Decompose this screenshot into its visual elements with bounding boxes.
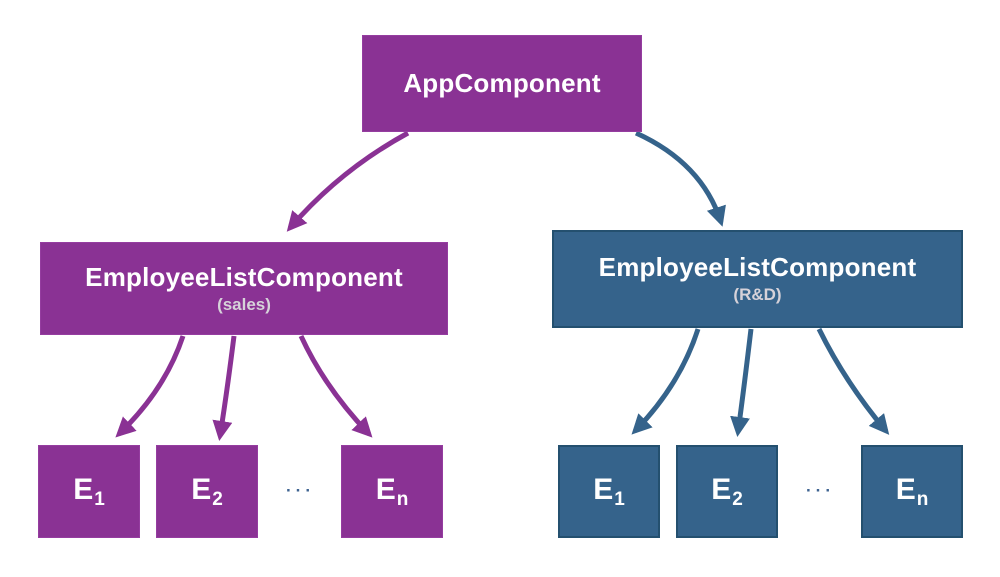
arrow-sales-to-e2: [212, 335, 237, 441]
arrow-rnd-to-en: [816, 327, 890, 435]
leaf-label: E1: [593, 472, 625, 510]
ellipsis-sales: ···: [286, 481, 315, 500]
leaf-label: E2: [191, 472, 223, 510]
node-label: EmployeeListComponent: [85, 261, 403, 292]
arrow-sales-to-e1: [115, 335, 186, 438]
leaf-sales-en: En: [341, 445, 443, 538]
node-app-component: AppComponent: [362, 35, 642, 132]
arrow-root-to-rnd: [634, 130, 726, 227]
node-employee-list-sales: EmployeeListComponent (sales): [40, 242, 448, 335]
leaf-label: E1: [73, 472, 105, 510]
ellipsis-rnd: ···: [806, 481, 835, 500]
arrow-root-to-sales: [286, 130, 410, 232]
leaf-label: E2: [711, 472, 743, 510]
arrow-rnd-to-e2: [730, 328, 754, 437]
node-sublabel: (R&D): [733, 285, 782, 305]
leaf-label: En: [375, 472, 409, 510]
leaf-rnd-e2: E2: [676, 445, 778, 538]
arrow-rnd-to-e1: [631, 328, 701, 435]
leaf-sales-e2: E2: [156, 445, 258, 538]
leaf-rnd-en: En: [861, 445, 963, 538]
node-label: AppComponent: [403, 67, 601, 98]
leaf-rnd-e1: E1: [558, 445, 660, 538]
arrow-sales-to-en: [298, 334, 373, 438]
node-employee-list-rnd: EmployeeListComponent (R&D): [552, 230, 963, 328]
node-sublabel: (sales): [217, 294, 271, 314]
leaf-label: En: [895, 472, 929, 510]
leaf-sales-e1: E1: [38, 445, 140, 538]
node-label: EmployeeListComponent: [598, 252, 917, 283]
